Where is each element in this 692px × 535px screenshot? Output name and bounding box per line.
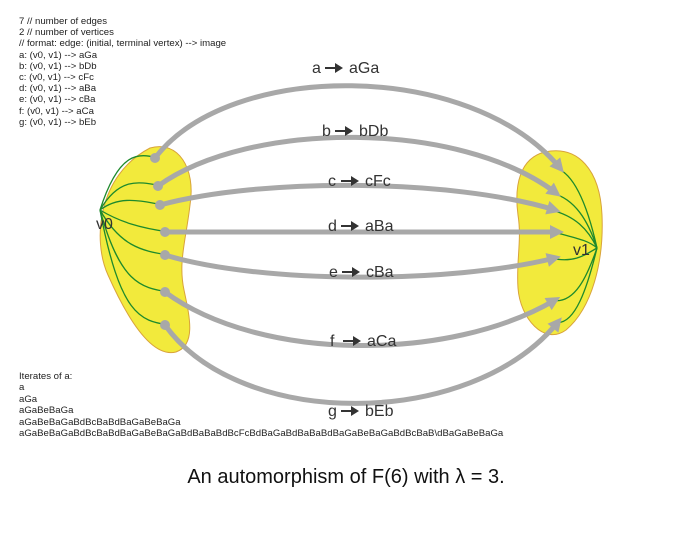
edge-label-image: aGa	[349, 60, 379, 77]
mapping-arrow-icon	[343, 336, 361, 346]
edge-label-source: f	[330, 333, 335, 350]
spec-line: d: (v0, v1) --> aBa	[19, 83, 97, 95]
edge-label-image: cFc	[365, 173, 391, 190]
edge-label: g bEb	[328, 403, 394, 420]
green-curve-v0	[99, 209, 170, 326]
edge-arrowhead	[547, 317, 562, 333]
edge-path	[162, 289, 558, 349]
spec-line: // format: edge: (initial, terminal vert…	[19, 38, 227, 50]
iterates-list: Iterates of a: a aGa aGaBeBaGa aGaBeBaGa…	[19, 371, 503, 439]
edge-label: b bDb	[322, 123, 388, 140]
spec-line: f: (v0, v1) --> aCa	[19, 105, 94, 117]
edge-arrowhead	[545, 253, 561, 267]
edge-arrowhead	[549, 157, 564, 173]
mapping-arrow-icon	[325, 63, 343, 73]
edge-path	[152, 83, 563, 171]
edge-paths	[150, 83, 564, 406]
edge-label-source: c	[328, 173, 336, 190]
edge-label-source: e	[329, 264, 338, 281]
edge-start-marker	[160, 250, 170, 260]
edge-start-marker	[160, 320, 170, 330]
figure-caption: An automorphism of F(6) with λ = 3.	[187, 466, 505, 488]
iterate-line: aGaBeBaGa	[19, 405, 74, 417]
edge-start-marker	[160, 287, 170, 297]
iterate-line: aGaBeBaGaBdBcBaBdBaGaBeBaGa	[19, 416, 181, 428]
edge-path	[157, 182, 558, 213]
iterates-title: Iterates of a:	[19, 371, 73, 382]
edge-label-image: bDb	[359, 123, 388, 140]
edge-start-marker	[153, 181, 163, 191]
mapping-arrow-icon	[341, 176, 359, 186]
edge-labels: a aGa b bDb c cFc d aBa e cBa f aCa g bEb	[312, 60, 396, 420]
vertex-v0-label: v0	[96, 216, 113, 233]
green-curve-v0	[99, 209, 170, 293]
spec-line: g: (v0, v1) --> bEb	[19, 116, 97, 128]
edge-label-source: d	[328, 218, 337, 235]
edge-arrowhead	[545, 182, 561, 197]
mapping-arrow-icon	[335, 126, 353, 136]
mapping-arrow-icon	[341, 221, 359, 231]
edge-start-marker	[150, 153, 160, 163]
green-curve-v1	[550, 247, 598, 302]
edge-label-source: b	[322, 123, 331, 140]
edge-label: a aGa	[312, 60, 379, 77]
spec-line: 2 // number of vertices	[19, 27, 114, 39]
iterate-line: aGaBeBaGaBdBcBaBdBaGaBeBaGaBdBaBaBdBcFcB…	[19, 428, 504, 440]
edge-label: d aBa	[328, 218, 394, 235]
edge-label: e cBa	[329, 264, 394, 281]
iterate-line: aGa	[19, 393, 38, 405]
edge-specification: 7 // number of edges 2 // number of vert…	[19, 16, 226, 128]
edge-label-image: cBa	[366, 264, 394, 281]
edge-label-image: aBa	[365, 218, 394, 235]
vertex-v1-label: v1	[573, 242, 590, 259]
spec-line: b: (v0, v1) --> bDb	[19, 60, 97, 72]
mapping-arrow-icon	[342, 267, 360, 277]
edge-label-image: aCa	[367, 333, 396, 350]
iterate-line: a	[19, 382, 25, 394]
edge-label: c cFc	[328, 173, 391, 190]
spec-line: a: (v0, v1) --> aGa	[19, 49, 98, 61]
edge-arrowhead	[550, 225, 564, 239]
spec-line: c: (v0, v1) --> cFc	[19, 72, 94, 84]
edge-path	[155, 134, 559, 196]
edge-start-marker	[155, 200, 165, 210]
mapping-arrow-icon	[341, 406, 359, 416]
spec-line: 7 // number of edges	[19, 16, 107, 27]
edge-label-source: g	[328, 403, 337, 420]
spec-line: e: (v0, v1) --> cBa	[19, 94, 96, 106]
edge-path	[162, 319, 561, 406]
edge-label: f aCa	[330, 333, 396, 350]
edge-label-source: a	[312, 60, 321, 77]
edge-path	[162, 252, 558, 280]
edge-arrowhead	[545, 200, 561, 215]
edge-label-image: bEb	[365, 403, 394, 420]
edge-start-marker	[160, 227, 170, 237]
edge-arrowhead	[544, 296, 561, 311]
